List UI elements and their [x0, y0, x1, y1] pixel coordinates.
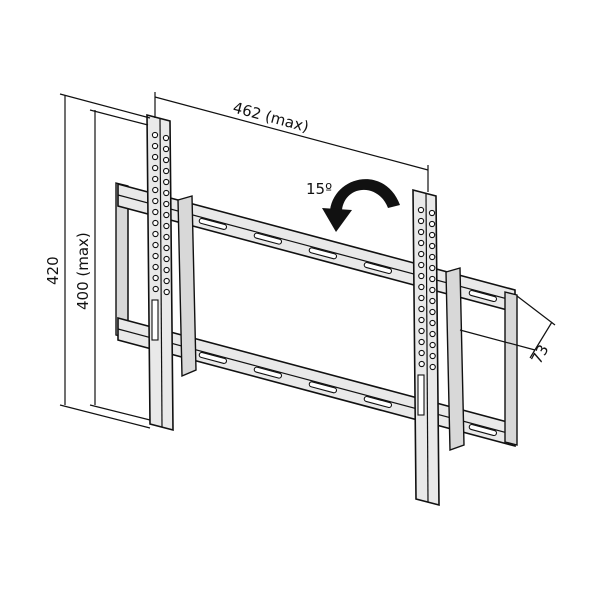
- upright-hole: [163, 277, 170, 285]
- upright-hole: [163, 288, 170, 296]
- right-end-plate: [504, 291, 518, 446]
- upright-hole: [429, 286, 436, 294]
- rail-slot: [198, 217, 228, 230]
- rail-slot: [253, 232, 283, 245]
- upright-hole: [417, 217, 425, 225]
- upright-hole: [429, 308, 436, 316]
- tilt-angle-label: 15º: [306, 180, 332, 198]
- dimension-420: 420: [44, 93, 151, 429]
- upright-hole: [151, 164, 159, 172]
- upright-hole: [418, 316, 425, 324]
- upright-hole: [418, 360, 425, 368]
- upright-hole: [428, 231, 436, 239]
- upright-hole: [163, 189, 170, 197]
- upright-hole: [163, 200, 170, 208]
- upright-hole: [429, 275, 436, 283]
- rail-slot: [468, 289, 498, 303]
- upright-hole: [163, 244, 170, 252]
- depth-label: 73: [528, 342, 553, 367]
- upright-hole: [418, 327, 425, 335]
- upright-hole: [429, 253, 436, 261]
- rail-slot: [253, 366, 283, 379]
- upright-hole: [429, 341, 436, 349]
- upright-hole: [162, 156, 170, 164]
- upright-hole: [152, 241, 159, 249]
- upright-hole: [162, 134, 170, 142]
- upright-hole: [151, 153, 159, 161]
- upright-hole: [418, 305, 425, 313]
- rail-slot: [468, 423, 498, 437]
- upright-hole: [417, 228, 425, 236]
- upright-hole: [429, 352, 436, 360]
- upright-hole: [418, 338, 425, 346]
- right-upright: [412, 188, 465, 507]
- upright-hole: [152, 274, 159, 282]
- upright-hole: [151, 142, 159, 150]
- upright-hole: [418, 283, 425, 291]
- rail-slot: [363, 261, 393, 275]
- upright-hole: [418, 250, 425, 258]
- upright-hole: [429, 297, 436, 305]
- upright-hole: [152, 252, 159, 260]
- upright-hole: [163, 266, 170, 274]
- max-height-label: 400 (max): [74, 232, 92, 310]
- rail-slot: [308, 247, 338, 260]
- upright-hole: [428, 209, 436, 217]
- upright-hole: [151, 131, 159, 139]
- left-upright: [146, 113, 197, 432]
- rail-slot: [198, 351, 228, 364]
- upright-hole: [429, 319, 436, 327]
- upright-hole: [152, 230, 159, 238]
- upright-hole: [428, 220, 436, 228]
- upright-hole: [152, 175, 159, 183]
- upright-hole: [152, 285, 159, 293]
- rail-slot: [363, 395, 393, 409]
- height-label: 420: [44, 256, 62, 285]
- upright-hole: [429, 363, 436, 371]
- upright-hole: [163, 178, 170, 186]
- upright-hole: [418, 272, 425, 280]
- upright-hole: [163, 255, 170, 263]
- upright-hole: [428, 242, 436, 250]
- upright-hole: [417, 206, 425, 214]
- upright-hole: [162, 167, 170, 175]
- dimension-462-max: 462 (max): [154, 92, 429, 192]
- upright-hole: [162, 145, 170, 153]
- upright-hole: [418, 261, 425, 269]
- upright-hole: [152, 219, 159, 227]
- upright-hole: [163, 211, 170, 219]
- max-width-label: 462 (max): [231, 98, 311, 136]
- rail-slot: [308, 381, 338, 394]
- upright-hole: [418, 294, 425, 302]
- upright-hole: [163, 233, 170, 241]
- dimension-400-max: 400 (max): [74, 109, 151, 421]
- upright-hole: [152, 186, 159, 194]
- upright-hole: [418, 349, 425, 357]
- upright-hole: [417, 239, 425, 247]
- upright-hole: [163, 222, 170, 230]
- upright-hole: [152, 263, 159, 271]
- upright-hole: [152, 208, 159, 216]
- upright-hole: [152, 197, 159, 205]
- upright-hole: [429, 330, 436, 338]
- upright-hole: [429, 264, 436, 272]
- curved-arrow-icon: 15º: [306, 179, 400, 232]
